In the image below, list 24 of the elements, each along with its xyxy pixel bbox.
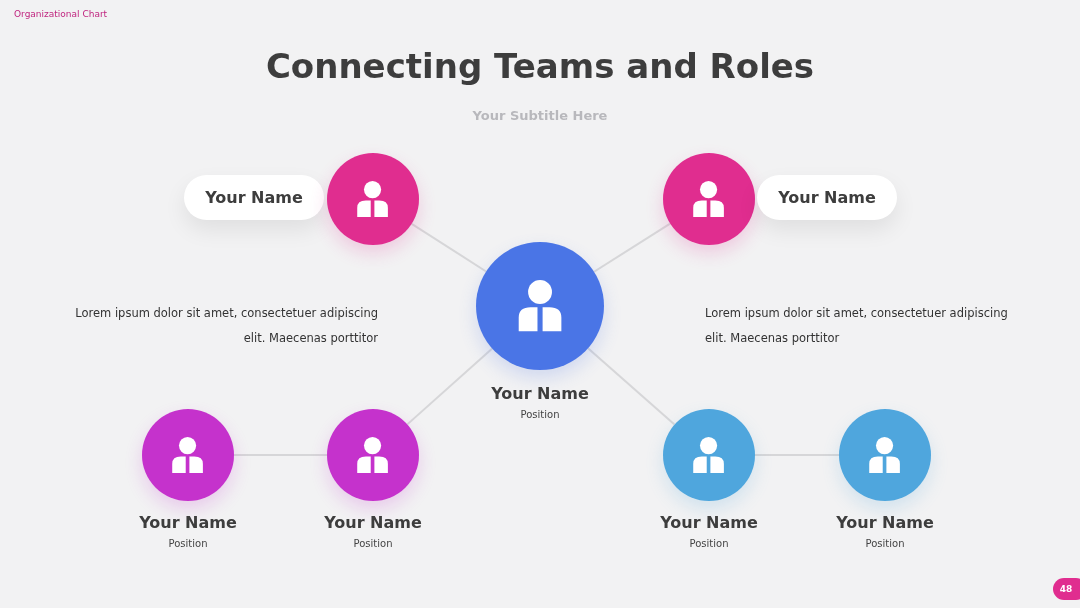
position-text: Position (353, 538, 393, 549)
connector-line (410, 222, 488, 273)
name-text: Your Name (139, 513, 237, 532)
name-pill (184, 175, 324, 220)
name-text: Your Name (778, 188, 876, 207)
subtitle-text: Your Subtitle Here (471, 108, 609, 123)
title-text: Connecting Teams and Roles (264, 46, 816, 86)
position-text: Position (520, 409, 560, 420)
position-text: Position (168, 538, 208, 549)
name-pill (757, 175, 897, 220)
name-text: Your Name (324, 513, 422, 532)
connector-line (587, 347, 676, 426)
connector-line (593, 222, 672, 273)
page-number-badge: 48 (1053, 578, 1080, 600)
name-text: Your Name (660, 513, 758, 532)
name-text: Your Name (836, 513, 934, 532)
position-text: Position (865, 538, 905, 549)
position-text: Position (689, 538, 729, 549)
name-text: Your Name (491, 384, 589, 403)
connector-line (406, 347, 494, 426)
description-text: Lorem ipsum dolor sit amet, consectetuer adipiscing elit. Maecenas porttitor (74, 305, 378, 347)
header-text: Organizational Chart (14, 9, 108, 19)
description-text: Lorem ipsum dolor sit amet, consectetuer adipiscing elit. Maecenas porttitor (705, 305, 1009, 347)
name-text: Your Name (205, 188, 303, 207)
